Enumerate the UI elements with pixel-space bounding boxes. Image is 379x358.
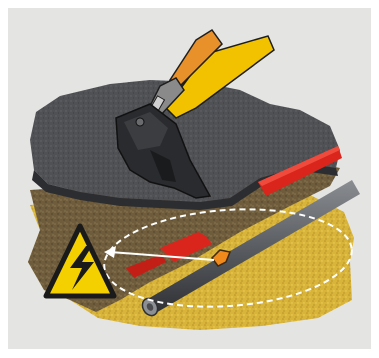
illustration-frame [0,0,379,358]
excavation-scene [0,0,379,358]
